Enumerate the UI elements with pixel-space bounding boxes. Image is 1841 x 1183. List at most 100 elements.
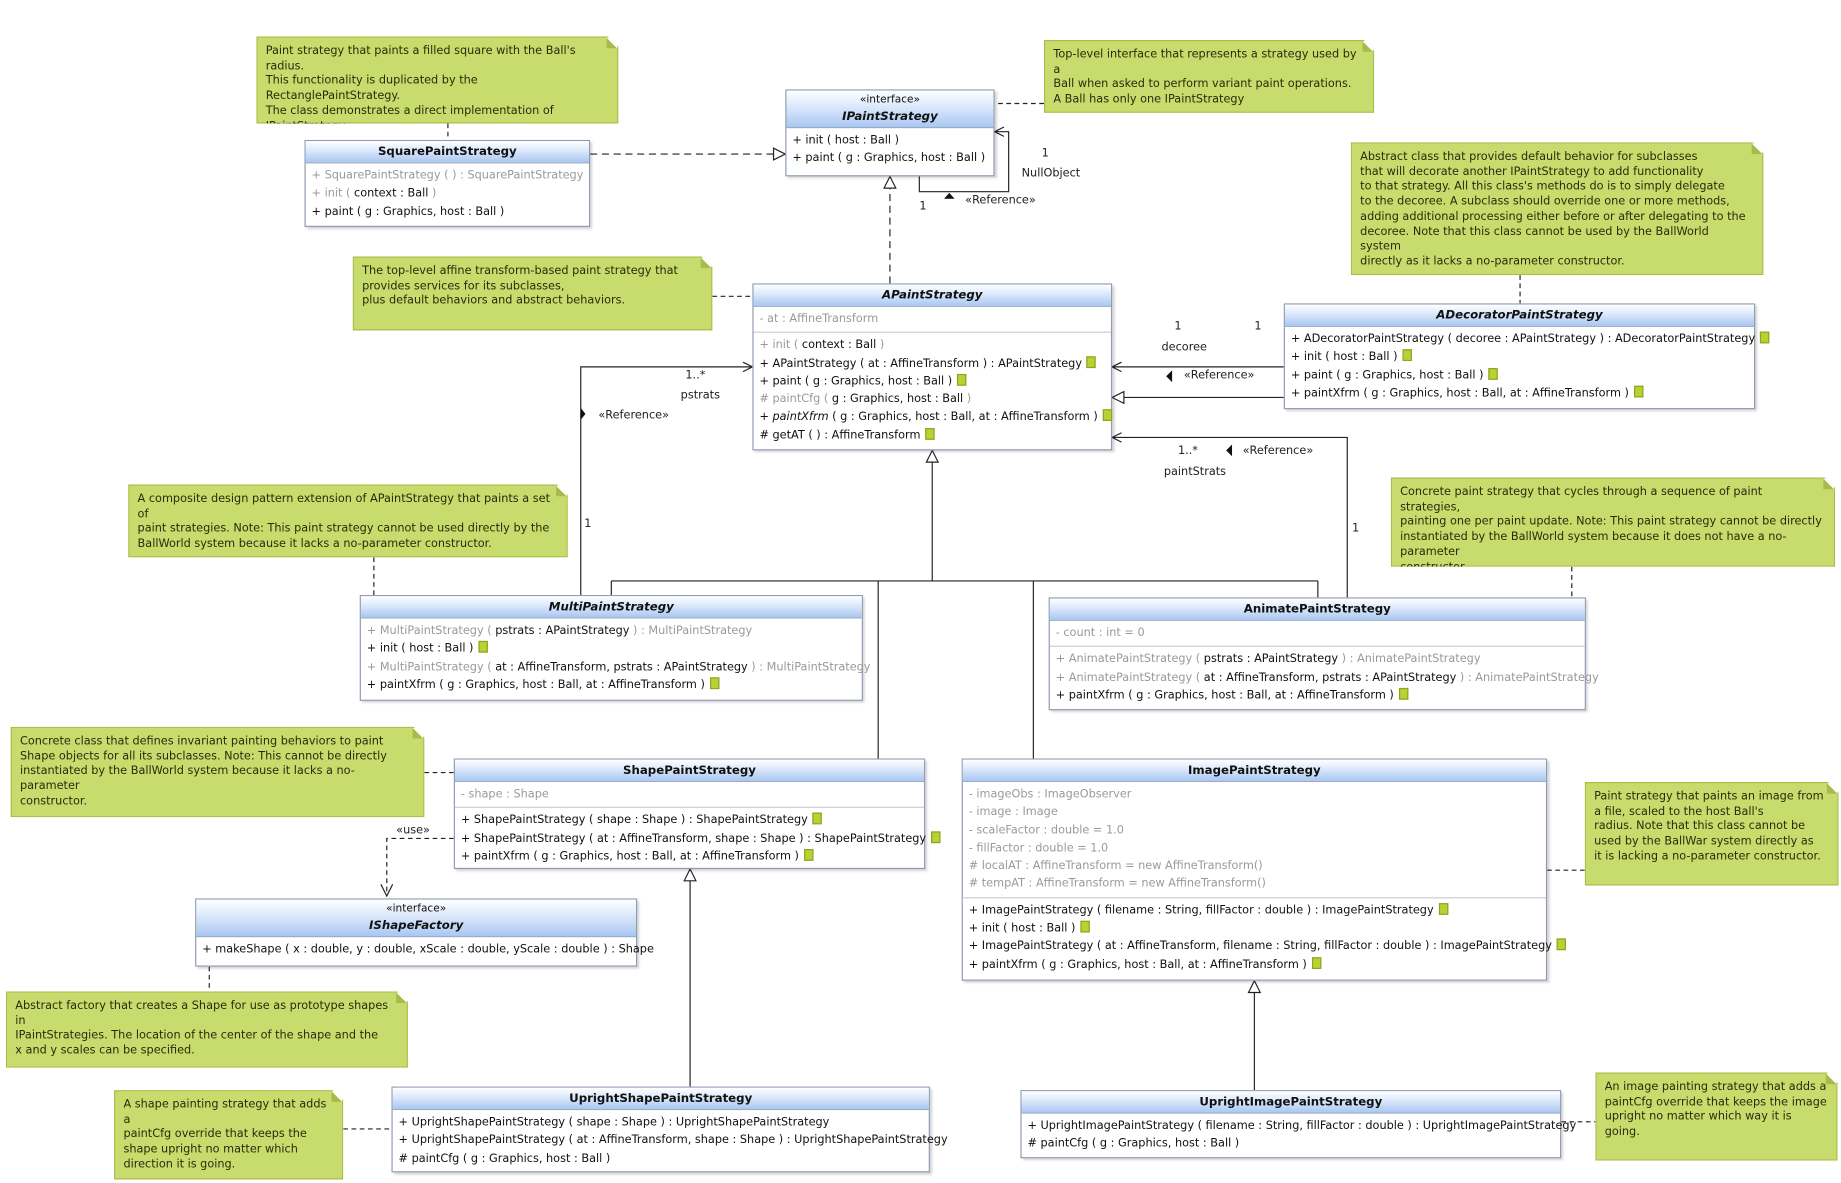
class-name: MultiPaintStrategy: [548, 600, 674, 614]
operation-row: + paintXfrm ( g : Graphics, host : Ball,…: [367, 676, 855, 694]
multiplicity-label: 1: [919, 199, 927, 213]
class-header: AnimatePaintStrategy: [1049, 598, 1585, 621]
operation-row: + MultiPaintStrategy ( at : AffineTransf…: [366, 660, 871, 674]
operation-row: + ImagePaintStrategy ( at : AffineTransf…: [969, 938, 1567, 956]
operations-compartment: + init ( context : Ball ) + APaintStrate…: [753, 331, 1112, 448]
doc-icon: [1438, 902, 1448, 915]
class-shape-paint-strategy[interactable]: ShapePaintStrategy - shape : Shape + Sha…: [453, 758, 941, 870]
class-image-paint-strategy[interactable]: ImagePaintStrategy - imageObs : ImageObs…: [961, 758, 1567, 981]
note-upright-shape-paint-strategy: A shape painting strategy that adds a pa…: [114, 1090, 343, 1179]
class-name: UprightImagePaintStrategy: [1199, 1095, 1383, 1109]
attribute-row: - imageObs : ImageObserver: [968, 787, 1132, 801]
doc-icon: [956, 373, 967, 386]
operation-row: + UprightShapePaintStrategy ( at : Affin…: [398, 1133, 948, 1147]
class-name: AnimatePaintStrategy: [1243, 603, 1391, 617]
multiplicity-label: 1: [1041, 146, 1049, 160]
operations-compartment: + ADecoratorPaintStrategy ( decoree : AP…: [1285, 327, 1770, 406]
doc-icon: [478, 641, 488, 653]
class-multi-paint-strategy[interactable]: MultiPaintStrategy + MultiPaintStrategy …: [359, 595, 871, 701]
class-ipaint-strategy[interactable]: «interface» IPaintStrategy + init ( host…: [785, 89, 995, 177]
operation-row: + ImagePaintStrategy ( filename : String…: [969, 902, 1539, 920]
note-apaint-strategy: The top-level affine transform-based pai…: [353, 256, 713, 330]
operation-row: + ADecoratorPaintStrategy ( decoree : AP…: [1291, 330, 1770, 348]
class-square-paint-strategy[interactable]: SquarePaintStrategy + SquarePaintStrateg…: [304, 139, 591, 227]
operation-row: + MultiPaintStrategy ( pstrats : APaintS…: [366, 624, 753, 638]
operation-row: + ShapePaintStrategy ( shape : Shape ) :…: [461, 812, 917, 830]
class-name: IShapeFactory: [369, 919, 464, 933]
operation-row: + SquarePaintStrategy ( ) : SquarePaintS…: [311, 169, 584, 183]
role-label: decoree: [1161, 341, 1207, 354]
operation-row: # getAT ( ) : AffineTransform: [759, 427, 1103, 445]
operation-row: + AnimatePaintStrategy ( at : AffineTran…: [1055, 670, 1599, 684]
doc-icon: [1488, 367, 1498, 380]
class-name: ImagePaintStrategy: [1188, 764, 1321, 778]
operation-row: + paint ( g : Graphics, host : Ball ): [311, 205, 505, 219]
attributes-compartment: - imageObs : ImageObserver - image : Ima…: [963, 782, 1546, 897]
operations-compartment: + UprightImagePaintStrategy ( filename :…: [1022, 1114, 1577, 1157]
stereotype-label: «interface»: [386, 903, 447, 915]
operation-row: + UprightImagePaintStrategy ( filename :…: [1027, 1119, 1577, 1133]
class-upright-image-paint-strategy[interactable]: UprightImagePaintStrategy + UprightImage…: [1020, 1090, 1577, 1159]
attribute-row: - image : Image: [968, 805, 1058, 819]
stereotype-label: «interface»: [859, 94, 921, 106]
class-header: APaintStrategy: [753, 284, 1111, 307]
doc-icon: [1398, 687, 1408, 700]
multiplicity-label: 1: [1174, 319, 1182, 333]
stereotype-reference-label: «Reference»: [1183, 369, 1255, 383]
note-animate-paint-strategy: Concrete paint strategy that cycles thro…: [1391, 477, 1835, 566]
operation-row: + paintXfrm ( g : Graphics, host : Ball,…: [1056, 687, 1578, 705]
note-ishape-factory: Abstract factory that creates a Shape fo…: [6, 991, 408, 1067]
attributes-compartment: - at : AffineTransform: [754, 307, 1111, 332]
class-name: ShapePaintStrategy: [623, 764, 756, 778]
class-apaint-strategy[interactable]: APaintStrategy - at : AffineTransform + …: [752, 283, 1113, 451]
doc-icon: [1556, 938, 1567, 951]
class-header: SquarePaintStrategy: [305, 141, 589, 164]
attribute-row: - count : int = 0: [1055, 626, 1145, 640]
operations-compartment: + SquarePaintStrategy ( ) : SquarePaintS…: [306, 163, 589, 224]
operation-row: + init ( host : Ball ): [1291, 348, 1747, 366]
doc-icon: [812, 812, 822, 825]
use-stereotype-label: «use»: [396, 824, 430, 838]
assoc-multi-pstrats: [580, 367, 753, 596]
assoc-animate-paintstrats: [1112, 437, 1348, 598]
operation-row: + paintXfrm ( g : Graphics, host : Ball,…: [461, 848, 917, 866]
role-label: paintStrats: [1163, 465, 1227, 479]
class-header: «interface» IPaintStrategy: [786, 90, 994, 129]
reference-direction-marker: [1226, 444, 1233, 457]
operation-row: # paintCfg ( g : Graphics, host : Ball ): [759, 392, 972, 406]
operation-row: + makeShape ( x : double, y : double, xS…: [202, 943, 654, 957]
class-adecorator-paint-strategy[interactable]: ADecoratorPaintStrategy + ADecoratorPain…: [1283, 303, 1770, 410]
multiplicity-label: 1..*: [1177, 444, 1198, 458]
operations-compartment: + UprightShapePaintStrategy ( shape : Sh…: [393, 1110, 948, 1171]
class-header: ADecoratorPaintStrategy: [1284, 304, 1755, 327]
class-header: «interface» IShapeFactory: [196, 899, 637, 938]
operations-compartment: + init ( host : Ball ) + paint ( g : Gra…: [786, 128, 993, 171]
operation-row: + paint ( g : Graphics, host : Ball ): [792, 152, 986, 165]
operations-compartment: + makeShape ( x : double, y : double, xS…: [196, 937, 654, 962]
doc-icon: [1086, 355, 1097, 368]
doc-icon: [1759, 331, 1770, 344]
operations-compartment: + AnimatePaintStrategy ( pstrats : APain…: [1049, 645, 1599, 708]
class-name: UprightShapePaintStrategy: [569, 1092, 753, 1106]
operation-row: + paintXfrm ( g : Graphics, host : Ball,…: [1291, 384, 1747, 402]
operations-compartment: + ImagePaintStrategy ( filename : String…: [962, 896, 1567, 977]
attribute-row: # localAT : AffineTransform = new Affine…: [968, 859, 1263, 873]
class-name: APaintStrategy: [882, 289, 983, 303]
operation-row: + AnimatePaintStrategy ( pstrats : APain…: [1055, 652, 1481, 666]
class-ishape-factory[interactable]: «interface» IShapeFactory + makeShape ( …: [195, 898, 654, 967]
operation-row: # paintCfg ( g : Graphics, host : Ball ): [398, 1151, 611, 1165]
doc-icon: [1102, 409, 1112, 422]
operation-row: + init ( host : Ball ): [792, 134, 900, 147]
class-animate-paint-strategy[interactable]: AnimatePaintStrategy - count : int = 0 +…: [1048, 597, 1599, 711]
doc-icon: [1402, 349, 1412, 362]
class-name: ADecoratorPaintStrategy: [1436, 309, 1603, 323]
attributes-compartment: - count : int = 0: [1050, 621, 1585, 646]
doc-icon: [930, 830, 941, 843]
class-upright-shape-paint-strategy[interactable]: UprightShapePaintStrategy + UprightShape…: [391, 1086, 948, 1173]
note-adecorator-paint-strategy: Abstract class that provides default beh…: [1351, 142, 1764, 275]
doc-icon: [925, 427, 935, 440]
multiplicity-label: 1: [584, 517, 592, 531]
class-header: UprightShapePaintStrategy: [392, 1087, 929, 1111]
class-name: IPaintStrategy: [842, 110, 938, 124]
